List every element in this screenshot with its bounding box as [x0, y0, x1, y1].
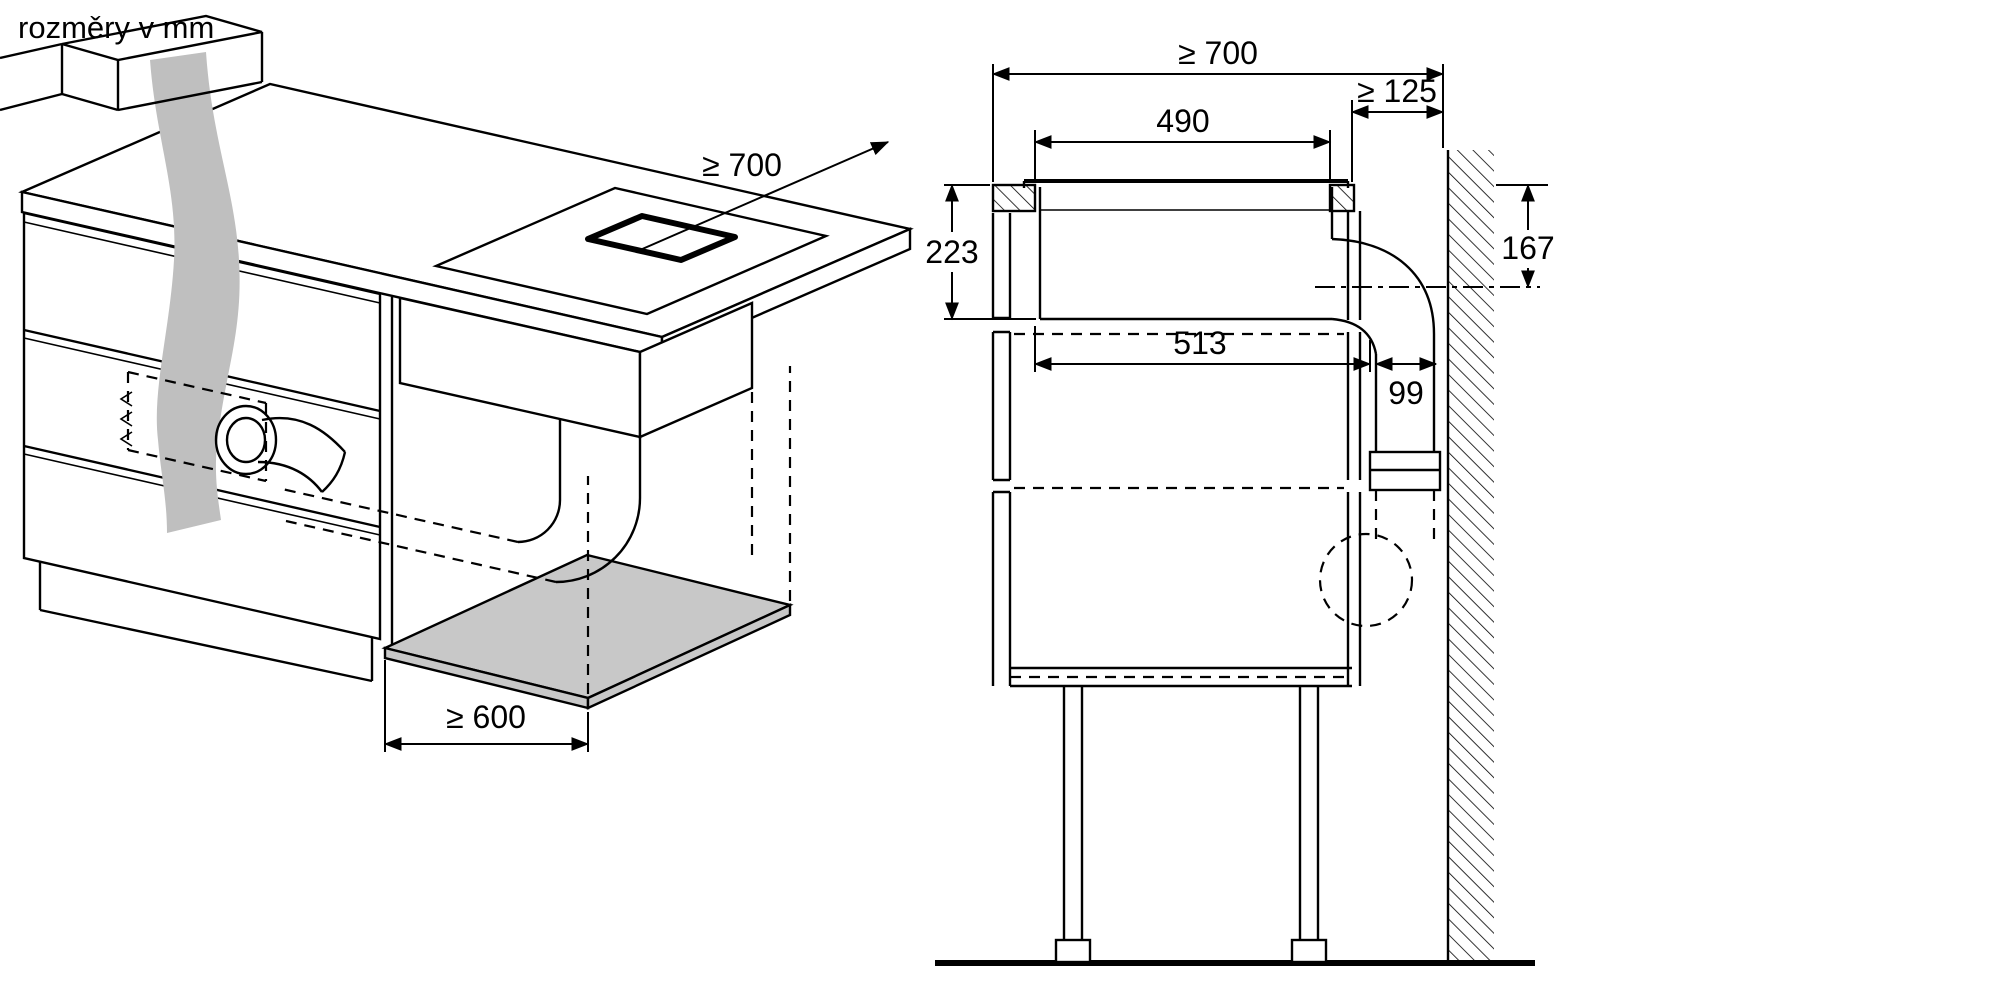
hidden-duct-connector — [119, 370, 347, 493]
iso-depth-dimension-label: ≥ 700 — [702, 147, 782, 183]
hob-depth-label: 223 — [925, 234, 978, 270]
cutout-width-label: 490 — [1156, 103, 1209, 139]
leg-foot — [1290, 938, 1328, 964]
outlet-height-label: 167 — [1501, 230, 1554, 266]
hob-unit — [432, 186, 830, 316]
cabinet-section — [991, 211, 1362, 964]
duct-width-label: 99 — [1388, 375, 1424, 411]
elbow-outer — [1331, 237, 1436, 335]
hob-section — [1022, 179, 1350, 321]
bottom-panel-right — [586, 603, 792, 710]
wall-clearance-label: ≥ 125 — [1357, 73, 1437, 109]
hidden-duct-run — [281, 487, 519, 544]
duct-collar-inner — [225, 416, 267, 464]
plinth-bottom — [39, 608, 373, 683]
hidden-duct-run — [285, 519, 557, 584]
duct-section — [1315, 237, 1540, 628]
flexible-duct-shade — [150, 52, 240, 533]
section-view: ≥ 700 ≥ 125 490 223 167 — [925, 35, 1555, 966]
dim-installation-depth: 513 — [1033, 325, 1372, 372]
airflow-chevrons — [119, 391, 133, 447]
leg-foot — [1054, 938, 1092, 964]
ceiling-duct-chase — [0, 14, 264, 112]
duct-elbow-inner — [517, 419, 562, 544]
worktop-depth-label: ≥ 700 — [1178, 35, 1258, 71]
dim-hob-depth: 223 — [925, 183, 1036, 321]
installation-depth-label: 513 — [1173, 325, 1226, 361]
iso-width-dimension-label: ≥ 600 — [446, 699, 526, 735]
cabinet-leg — [1290, 686, 1328, 964]
worktop-cut-left — [991, 183, 1037, 213]
duct-collar-outer — [214, 404, 278, 476]
blower-hidden-outline — [1318, 532, 1414, 628]
iso-depth-dimension: ≥ 700 — [639, 141, 890, 251]
wall-section — [1446, 150, 1494, 963]
elbow-inner — [1331, 317, 1378, 355]
iso-width-dimension: ≥ 600 — [383, 660, 590, 752]
under-box-right — [638, 301, 754, 439]
worktop-cut-right — [1328, 183, 1356, 213]
dim-duct-width: 99 — [1374, 356, 1438, 411]
dim-cutout-width: 490 — [1033, 103, 1332, 182]
downdraft-grille — [585, 213, 738, 263]
open-cabinet-hidden-edges — [586, 366, 792, 694]
hob-outline — [432, 186, 830, 316]
dim-worktop-depth: ≥ 700 — [991, 35, 1445, 182]
dim-wall-clearance: ≥ 125 — [1350, 73, 1445, 182]
drawing-title: rozměry v mm — [18, 10, 214, 45]
hob-under-box — [281, 296, 754, 584]
cabinet-leg — [1054, 686, 1092, 964]
dim-outlet-height: 167 — [1496, 183, 1555, 289]
isometric-view: ≥ 700 ≥ 600 — [0, 14, 914, 752]
duct-elbow-outer — [555, 437, 642, 584]
worktop-section — [991, 183, 1356, 213]
wall-hatch — [1448, 150, 1494, 963]
depth-leader-line — [639, 141, 890, 251]
